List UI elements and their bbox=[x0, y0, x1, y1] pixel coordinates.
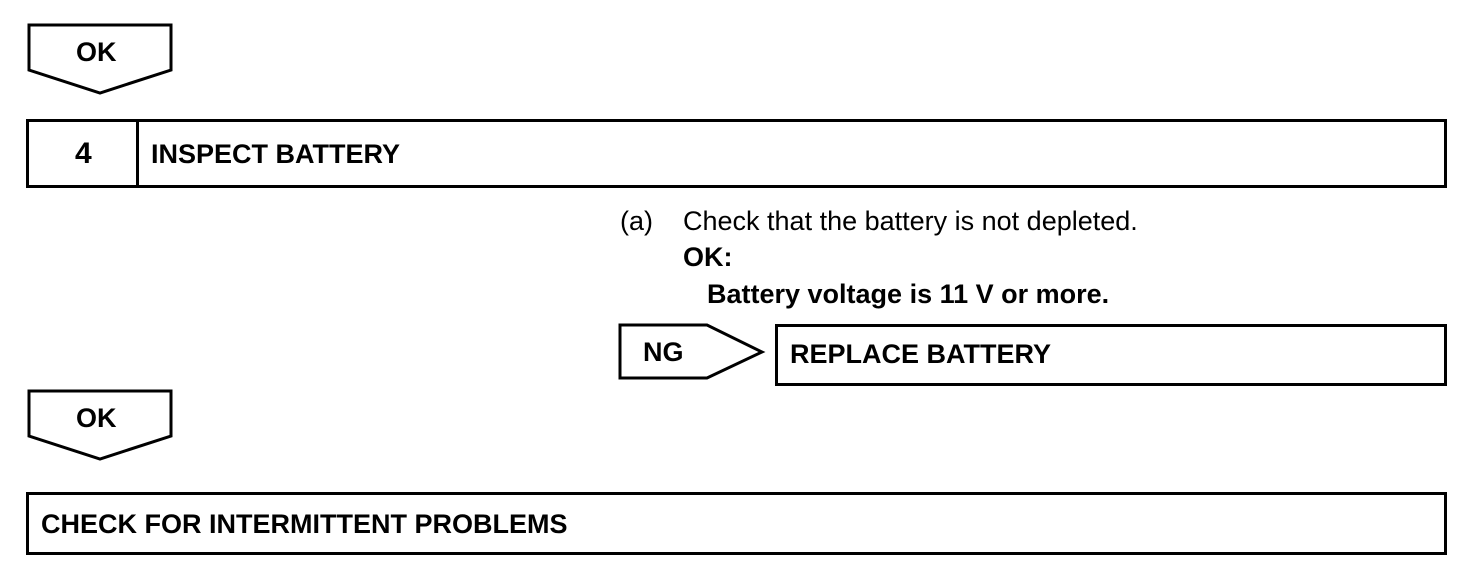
ok-arrow-label: OK bbox=[76, 403, 117, 433]
step-header: 4 INSPECT BATTERY bbox=[26, 119, 1447, 188]
ok-arrow-shape bbox=[27, 23, 173, 95]
ng-arrow-shape bbox=[618, 323, 766, 380]
instruction-marker: (a) bbox=[620, 206, 653, 236]
ok-arrow-label: OK bbox=[76, 37, 117, 67]
ok-criteria-label: OK: bbox=[683, 242, 733, 272]
final-step-title: CHECK FOR INTERMITTENT PROBLEMS bbox=[41, 509, 568, 539]
step-number: 4 bbox=[75, 137, 92, 170]
ng-action-box: REPLACE BATTERY bbox=[775, 324, 1447, 386]
step-title: INSPECT BATTERY bbox=[151, 139, 401, 169]
ok-criteria-spec: Battery voltage is 11 V or more. bbox=[707, 279, 1110, 309]
ng-action-text: REPLACE BATTERY bbox=[790, 339, 1052, 369]
ok-arrow-shape bbox=[27, 389, 173, 461]
ng-arrow-label: NG bbox=[643, 337, 684, 367]
instruction-text: Check that the battery is not depleted. bbox=[683, 206, 1138, 236]
final-step-box: CHECK FOR INTERMITTENT PROBLEMS bbox=[26, 492, 1447, 555]
step-number-cell: 4 bbox=[29, 122, 139, 185]
